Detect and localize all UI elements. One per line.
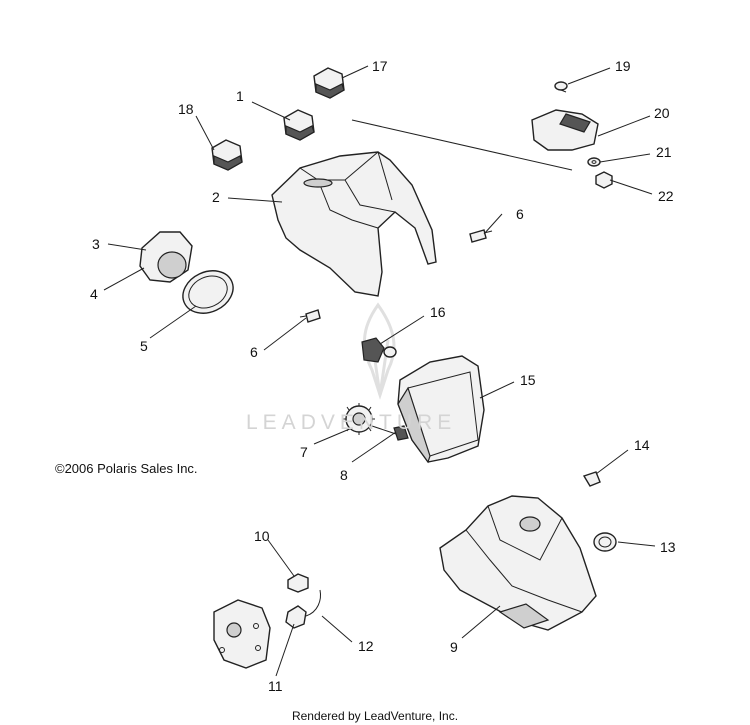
part-washer xyxy=(587,157,601,167)
part-adjuster-gear xyxy=(343,403,375,435)
part-lower-housing xyxy=(439,495,597,631)
callout-19: 19 xyxy=(615,58,631,74)
callout-16: 16 xyxy=(430,304,446,320)
part-adjuster-screw xyxy=(371,425,409,441)
callout-14: 14 xyxy=(634,437,650,453)
part-nut xyxy=(595,171,613,189)
callout-15: 15 xyxy=(520,372,536,388)
callout-9: 9 xyxy=(450,639,458,655)
part-bracket-plate xyxy=(213,599,271,669)
callout-4: 4 xyxy=(90,286,98,302)
callout-5: 5 xyxy=(140,338,148,354)
part-bolt xyxy=(554,81,568,93)
part-bulb-socket xyxy=(361,337,397,363)
callout-21: 21 xyxy=(656,144,672,160)
callout-22: 22 xyxy=(658,188,674,204)
callout-6-upper: 6 xyxy=(516,206,524,222)
callout-11: 11 xyxy=(268,678,283,694)
callout-7: 7 xyxy=(300,444,308,460)
part-sensor xyxy=(285,589,321,629)
callout-13: 13 xyxy=(660,539,676,555)
callout-20: 20 xyxy=(654,105,670,121)
part-grommet xyxy=(593,532,617,552)
part-switch-1 xyxy=(283,109,315,141)
part-light-housing xyxy=(139,231,193,283)
footer-credit: Rendered by LeadVenture, Inc. xyxy=(291,709,459,723)
callout-1: 1 xyxy=(236,88,244,104)
part-switch-18 xyxy=(211,139,243,171)
callout-10: 10 xyxy=(254,528,270,544)
part-headlight-pod xyxy=(271,151,437,297)
part-clip xyxy=(582,471,601,487)
callout-17: 17 xyxy=(372,58,388,74)
part-ring-gasket xyxy=(182,270,234,314)
watermark-text: LEADVENTURE xyxy=(246,411,457,434)
part-mount-bracket xyxy=(351,109,599,171)
part-screw-upper xyxy=(469,229,493,243)
callout-12: 12 xyxy=(358,638,374,654)
leader-lines xyxy=(103,65,656,677)
part-headlight-lens xyxy=(397,355,485,464)
callout-3: 3 xyxy=(92,236,100,252)
callout-6-lower: 6 xyxy=(250,344,258,360)
callout-18: 18 xyxy=(178,101,194,117)
callout-2: 2 xyxy=(212,189,220,205)
part-switch-17 xyxy=(313,67,345,99)
callout-8: 8 xyxy=(340,467,348,483)
part-bolt-10 xyxy=(287,573,309,593)
part-screw-lower xyxy=(299,309,321,323)
copyright-notice: ©2006 Polaris Sales Inc. xyxy=(55,461,198,476)
